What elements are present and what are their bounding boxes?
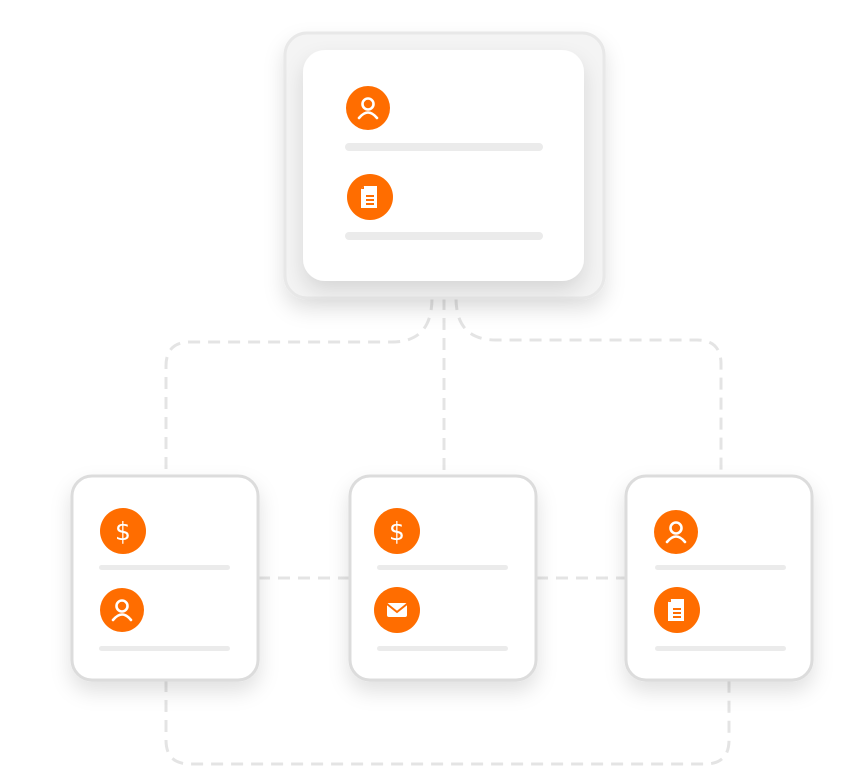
center-card[interactable] bbox=[348, 474, 538, 682]
mail-icon bbox=[374, 587, 420, 633]
right-card[interactable] bbox=[624, 474, 814, 682]
placeholder-bar bbox=[345, 143, 543, 151]
placeholder-bar bbox=[655, 565, 786, 570]
document-icon bbox=[654, 587, 700, 633]
connector-root-left bbox=[164, 297, 434, 475]
connectors bbox=[164, 297, 731, 766]
user-icon bbox=[346, 86, 390, 130]
placeholder-bar bbox=[345, 232, 543, 240]
dollar-icon bbox=[374, 508, 420, 554]
placeholder-bar bbox=[99, 646, 230, 651]
placeholder-bar bbox=[377, 565, 508, 570]
placeholder-bar bbox=[655, 646, 786, 651]
root-card[interactable] bbox=[283, 31, 606, 300]
left-card[interactable] bbox=[70, 474, 260, 682]
dollar-icon bbox=[100, 508, 146, 554]
connector-bottom-loop bbox=[164, 680, 731, 766]
placeholder-bar bbox=[99, 565, 230, 570]
connector-root-right bbox=[454, 297, 723, 475]
document-icon bbox=[347, 174, 393, 220]
user-icon bbox=[100, 588, 144, 632]
user-icon bbox=[654, 510, 698, 554]
placeholder-bar bbox=[377, 646, 508, 651]
